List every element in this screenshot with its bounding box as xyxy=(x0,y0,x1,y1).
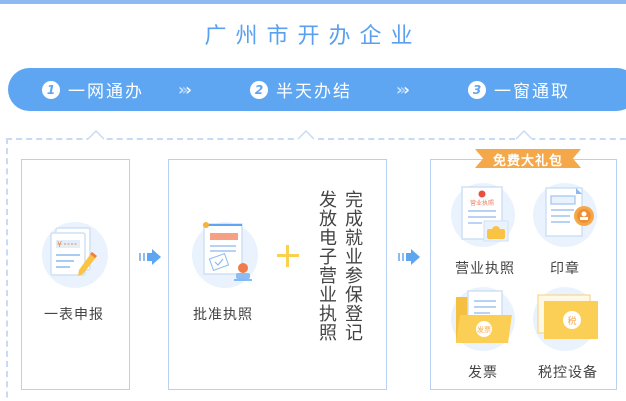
arrow-right-icon xyxy=(139,249,161,265)
license-certificate-icon xyxy=(203,222,252,281)
svg-text:发票: 发票 xyxy=(477,325,491,334)
top-accent-bar xyxy=(0,0,626,4)
ribbon-banner-icon xyxy=(475,149,581,168)
pointer-notch-icon xyxy=(298,128,314,140)
page-title: 广州市开办企业 xyxy=(204,24,422,49)
pointer-notch-icon xyxy=(88,128,104,140)
business-license-icon: 营业执照 xyxy=(461,186,509,242)
tax-device-icon: 税 xyxy=(537,294,598,339)
chevrons-icon: ››› xyxy=(396,80,409,99)
step-2: 2 半天办结 xyxy=(250,77,352,102)
process-step-bar: 1 一网通办 ››› 2 半天办结 ››› 3 一窗通取 xyxy=(8,68,626,111)
gift-item-label: 发票 xyxy=(468,365,498,381)
step-1: 1 一网通办 xyxy=(42,77,144,102)
arrow-right-icon xyxy=(398,249,420,265)
pointer-notch-icon xyxy=(516,128,532,140)
step-label: 半天办结 xyxy=(276,82,352,102)
step-label: 一窗通取 xyxy=(494,82,570,102)
dashed-container xyxy=(6,138,626,401)
invoice-folder-icon: 发票 xyxy=(456,290,512,343)
step-number-badge: 2 xyxy=(250,80,268,99)
svg-text:¥: ¥ xyxy=(57,240,62,249)
svg-text:税: 税 xyxy=(567,315,576,327)
step-label: 一网通办 xyxy=(68,82,144,102)
step-3: 3 一窗通取 xyxy=(468,77,570,102)
gift-item-label: 印章 xyxy=(550,261,580,277)
chevrons-icon: ››› xyxy=(178,80,191,99)
step-number-badge: 1 xyxy=(42,80,60,99)
social-insurance-text: 完成就业参保登记 xyxy=(342,190,363,342)
gift-item-label: 营业执照 xyxy=(455,261,515,277)
form-pencil-icon: ¥ xyxy=(50,227,97,276)
seal-icon xyxy=(545,187,594,237)
svg-text:营业执照: 营业执照 xyxy=(470,199,494,207)
panel-apply-label: 一表申报 xyxy=(44,307,104,323)
step-number-badge: 3 xyxy=(468,80,486,99)
gift-item-label: 税控设备 xyxy=(538,365,598,381)
panel-approve-label: 批准执照 xyxy=(193,307,253,323)
e-license-text: 发放电子营业执照 xyxy=(316,190,337,342)
plus-icon xyxy=(277,245,299,267)
gift-pack-ribbon-label: 免费大礼包 xyxy=(492,154,563,169)
